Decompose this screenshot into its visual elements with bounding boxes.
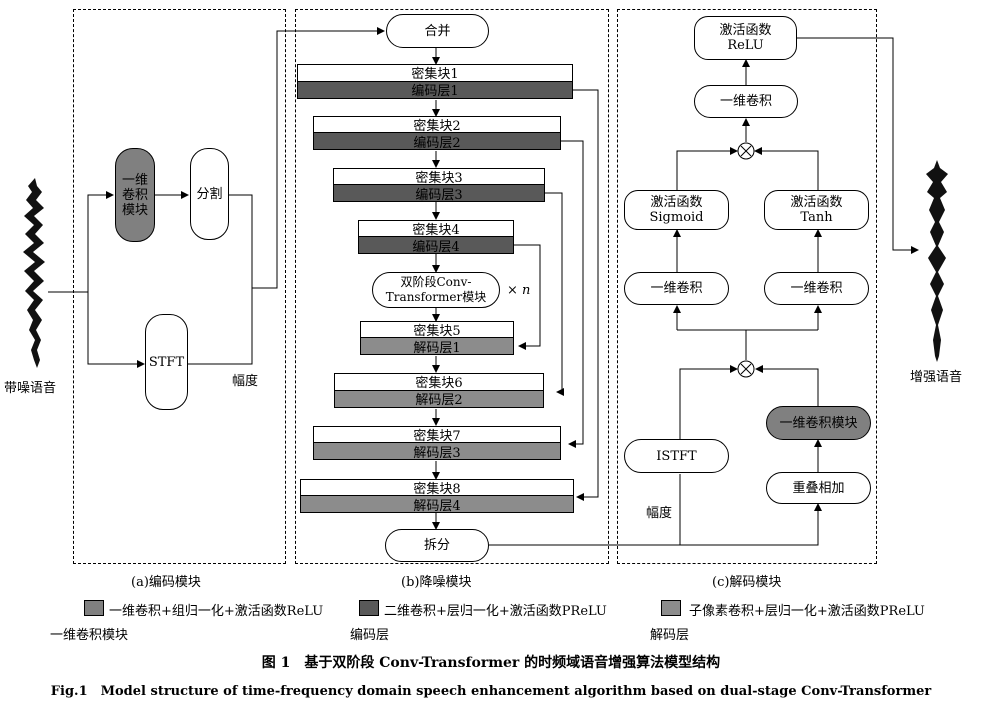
dense-block-label: 密集块3 xyxy=(334,169,544,186)
encoder-panel xyxy=(73,9,286,564)
legend-item1-name: 一维卷积模块 xyxy=(50,628,129,643)
enhanced-speech-label: 增强语音 xyxy=(910,370,963,385)
multiply-op-bottom xyxy=(737,360,755,378)
istft-box: ISTFT xyxy=(624,439,729,473)
decoder-conv-module: 一维卷积模块 xyxy=(766,406,871,440)
caption-en: Fig.1 Model structure of time-frequency … xyxy=(50,684,932,699)
legend-item2-text: 二维卷积+层归一化+激活函数PReLU xyxy=(384,604,607,619)
encoder-layer-label: 编码层1 xyxy=(298,81,572,99)
decoder-panel xyxy=(617,9,877,564)
dense-block-label: 密集块6 xyxy=(335,374,543,391)
tanh-box: 激活函数 Tanh xyxy=(764,190,869,230)
encoder-stft-box: STFT xyxy=(145,314,188,410)
legend-swatch-conv-module xyxy=(84,600,104,616)
dense-block-4: 密集块4 编码层4 xyxy=(358,220,514,255)
decoder-layer-label: 解码层3 xyxy=(314,443,560,461)
dense-block-label: 密集块8 xyxy=(301,480,573,497)
legend-item1-text: 一维卷积+组归一化+激活函数ReLU xyxy=(109,604,324,619)
legend-item2-name: 编码层 xyxy=(350,628,390,643)
legend-item3-text: 子像素卷积+层归一化+激活函数PReLU xyxy=(689,604,925,619)
conv-transformer-box: 双阶段Conv- Transformer模块 xyxy=(372,272,500,308)
legend-swatch-decoder-layer xyxy=(661,600,681,616)
dense-block-7: 密集块7 解码层3 xyxy=(313,426,561,461)
dense-block-label: 密集块7 xyxy=(314,427,560,444)
repeat-label: × n xyxy=(507,283,531,298)
dense-block-1: 密集块1 编码层1 xyxy=(297,64,573,99)
decoder-panel-title: (c)解码模块 xyxy=(712,575,782,590)
encoder-layer-label: 编码层4 xyxy=(359,237,513,255)
noisy-speech-label: 带噪语音 xyxy=(4,381,57,396)
decoder-layer-label: 解码层4 xyxy=(301,496,573,514)
conv-left-box: 一维卷积 xyxy=(624,272,729,305)
relu-box: 激活函数 ReLU xyxy=(694,16,797,60)
encoder-magnitude-label: 幅度 xyxy=(232,374,259,389)
encoder-layer-label: 编码层3 xyxy=(334,185,544,203)
decoder-magnitude-label: 幅度 xyxy=(646,506,673,521)
decoder-layer-label: 解码层1 xyxy=(361,338,513,356)
legend-swatch-encoder-layer xyxy=(359,600,379,616)
dense-block-6: 密集块6 解码层2 xyxy=(334,373,544,408)
dense-block-label: 密集块1 xyxy=(298,65,572,82)
dense-block-2: 密集块2 编码层2 xyxy=(313,116,561,151)
split-box: 拆分 xyxy=(385,529,489,562)
encoder-conv-module: 一维 卷积 模块 xyxy=(115,148,155,242)
dense-block-8: 密集块8 解码层4 xyxy=(300,479,574,514)
denoise-panel-title: (b)降噪模块 xyxy=(401,575,472,590)
denoise-panel xyxy=(295,9,609,564)
multiply-op-top xyxy=(737,142,755,160)
encoder-layer-label: 编码层2 xyxy=(314,133,560,151)
decoder-layer-label: 解码层2 xyxy=(335,390,543,408)
encoder-panel-title: (a)编码模块 xyxy=(131,575,201,590)
sigmoid-box: 激活函数 Sigmoid xyxy=(624,190,729,230)
legend-item3-name: 解码层 xyxy=(650,628,690,643)
noisy-waveform-icon xyxy=(23,178,45,368)
dense-block-label: 密集块2 xyxy=(314,117,560,134)
dense-block-3: 密集块3 编码层3 xyxy=(333,168,545,203)
enhanced-waveform-icon xyxy=(926,160,948,362)
overlap-add-box: 重叠相加 xyxy=(766,472,871,504)
dense-block-5: 密集块5 解码层1 xyxy=(360,321,514,356)
dense-block-label: 密集块4 xyxy=(359,221,513,238)
conv-top-box: 一维卷积 xyxy=(694,85,798,118)
encoder-split-box: 分割 xyxy=(190,148,229,240)
caption-zh: 图 1 基于双阶段 Conv-Transformer 的时频域语音增强算法模型结… xyxy=(261,655,721,671)
merge-box: 合并 xyxy=(386,14,489,48)
dense-block-label: 密集块5 xyxy=(361,322,513,339)
conv-right-box: 一维卷积 xyxy=(764,272,869,305)
